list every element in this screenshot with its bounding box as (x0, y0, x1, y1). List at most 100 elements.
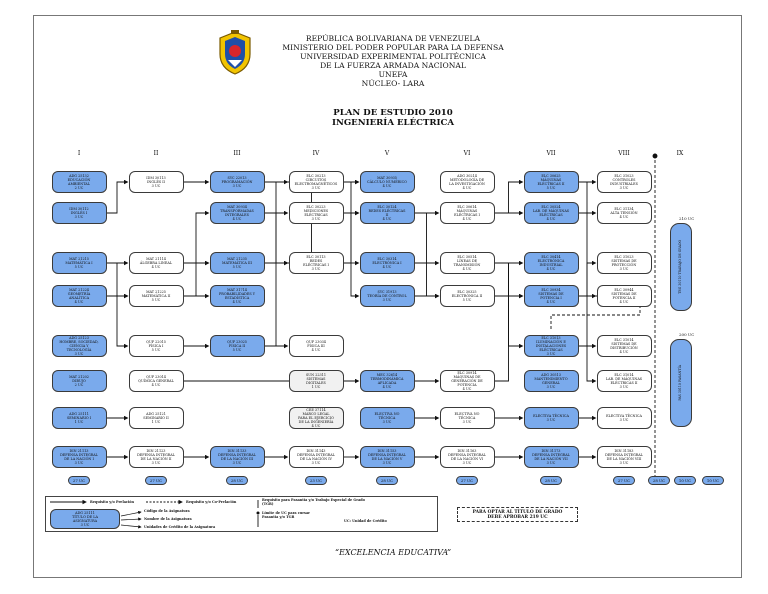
plan-title-block: PLAN DE ESTUDIO 2010 INGENIERÍA ELÉCTRIC… (262, 108, 524, 128)
course-line: 3 UC (382, 420, 392, 424)
course-line: TEORÍA DE CONTROL (367, 294, 407, 298)
course-line: 5 UC (151, 298, 161, 302)
course-line: MÁQUINAS (540, 178, 562, 182)
course-code: MAT 31714 (227, 288, 247, 292)
course-line: 4 UC (74, 300, 84, 304)
semester-uc-total: 23 UC (305, 476, 327, 485)
course-line: II (385, 213, 389, 217)
course-line: 5 UC (232, 348, 242, 352)
trabajo-de-grado-node[interactable]: TEG 30110 TRABAJO DE GRADO (670, 223, 692, 311)
course-code: IDM 30113 (146, 176, 166, 180)
course-line: 4 UC (462, 217, 472, 221)
course-code: ELC 30944 (614, 288, 634, 292)
course-line: MARCO LEGAL (302, 412, 330, 416)
legend-prelation: Requisito y/o Prelación (90, 500, 135, 504)
course-line: MANTENIMIENTO (534, 377, 568, 381)
pasantia-node[interactable]: PAS 30110 PASANTÍA (670, 339, 692, 427)
prerequisite-link (106, 262, 129, 299)
course-line: 3 UC (619, 418, 629, 422)
legend-uc-limit: Límite de UC para cursar Pasantía y/o TG… (262, 511, 310, 519)
legend-sample-line: TÍTULO DE LA (72, 515, 98, 519)
course-line: PROGRAMACIÓN (221, 180, 253, 184)
semester-header-III: III (233, 150, 241, 157)
course-code: ELC 30124 (377, 205, 397, 209)
course-line: REDES ELÉCTRICAS (368, 209, 406, 213)
semester-uc-total: 28 UC (376, 476, 398, 485)
course-line: 4 UC (546, 300, 556, 304)
course-line: 2 UC (74, 186, 84, 190)
header-line-5: UNEFA (378, 70, 408, 79)
course-code: ELC 30934 (541, 288, 561, 292)
course-code: ELC 30914 (457, 371, 477, 375)
course-line: TÉCNICA (378, 416, 396, 420)
course-line: DEFENSA INTEGRAL (137, 453, 175, 457)
tgr-label: TEG 30110 TRABAJO DE GRADO (678, 240, 683, 294)
course-line: SISTEMAS DE (611, 259, 637, 263)
course-code: MAT 21202 (69, 375, 89, 379)
legend-sample-line: 3 UC (80, 523, 90, 527)
course-line: SISTEMAS DE (611, 292, 637, 296)
course-line: INDUSTRIAL (539, 263, 563, 267)
course-line: 3 UC (546, 418, 556, 422)
